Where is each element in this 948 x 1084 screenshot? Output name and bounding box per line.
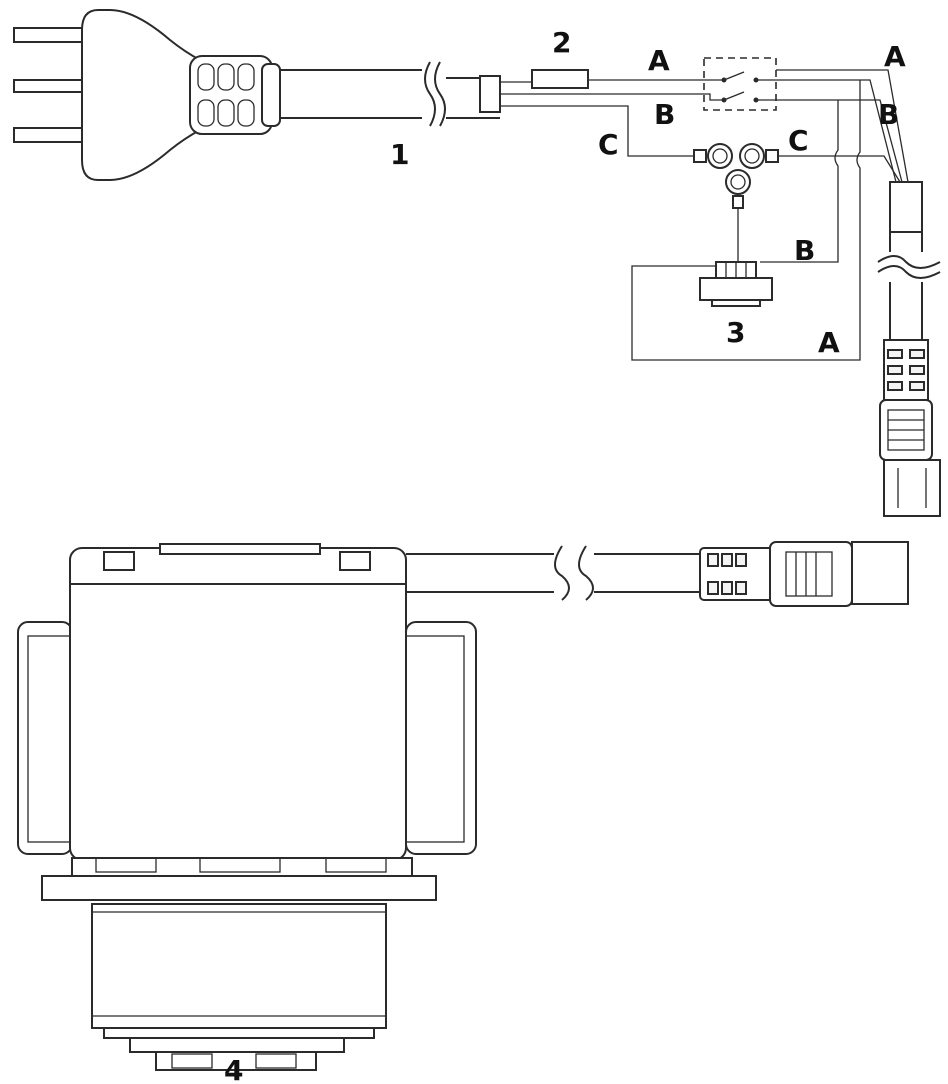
main-cord xyxy=(280,61,501,127)
label-receptacle: 3 xyxy=(726,316,745,349)
pump-handle-left xyxy=(17,621,73,855)
label-wire-c-left: C xyxy=(598,128,619,161)
label-wire-a-right: A xyxy=(884,40,906,73)
label-wire-c-right: C xyxy=(788,124,809,157)
pump-cord xyxy=(406,541,909,607)
fuse xyxy=(531,69,589,89)
pump-inlet-housing xyxy=(91,903,387,1029)
plug-grip xyxy=(189,55,273,135)
label-wire-a-left: A xyxy=(648,44,670,77)
appliance-cord-vertical xyxy=(877,181,941,517)
label-wire-b-left: B xyxy=(654,98,675,131)
label-fuse: 2 xyxy=(552,26,571,59)
label-wire-a-bottom: A xyxy=(818,326,840,359)
pump-bottom-cap xyxy=(155,1051,317,1071)
receptacle-connector xyxy=(699,261,773,307)
label-plug-cord: 1 xyxy=(390,138,409,171)
label-wire-b-bottom: B xyxy=(794,234,815,267)
label-wire-b-right: B xyxy=(878,98,899,131)
wire-b-top xyxy=(500,93,722,101)
pump-main-housing xyxy=(69,547,407,861)
pump-vent-strip xyxy=(71,857,413,877)
pump-handle-right xyxy=(405,621,477,855)
output-wires xyxy=(631,69,909,361)
plug-prong-middle xyxy=(13,79,89,93)
switch xyxy=(703,57,862,111)
wire-a-top xyxy=(500,69,722,89)
pump-flange xyxy=(41,875,437,901)
label-pump: 4 xyxy=(224,1054,243,1084)
wire-c-top xyxy=(500,105,694,157)
power-plug xyxy=(13,9,281,181)
ring-terminals xyxy=(693,143,800,262)
pump-body xyxy=(17,543,477,1071)
plug-prong-bottom xyxy=(13,127,89,143)
plug-body xyxy=(81,9,201,181)
plug-prong-top xyxy=(13,27,89,43)
